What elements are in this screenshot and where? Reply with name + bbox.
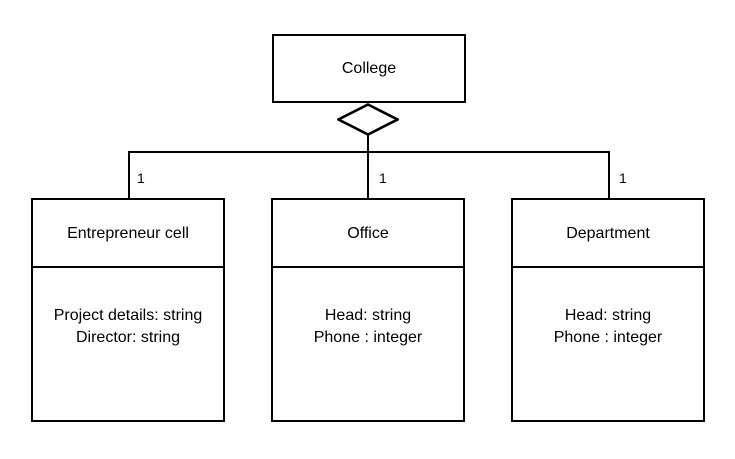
class-compartment-divider: [33, 266, 223, 268]
class-box-office[interactable]: Office Head: string Phone : integer: [271, 198, 465, 422]
class-compartment-divider: [513, 266, 703, 268]
class-compartment-divider: [273, 266, 463, 268]
class-attribute: Head: string: [564, 307, 652, 324]
connector-horizontal-trunk: [128, 151, 610, 153]
class-title-entrepreneur-cell: Entrepreneur cell: [67, 224, 189, 242]
class-box-entrepreneur-cell[interactable]: Entrepreneur cell Project details: strin…: [31, 198, 225, 422]
class-attribute: Head: string: [324, 307, 412, 324]
class-attribute: Phone : integer: [313, 329, 423, 346]
class-attribute: Phone : integer: [553, 329, 663, 346]
class-attributes-entrepreneur-cell: Project details: string Director: string: [33, 268, 223, 420]
class-attributes-office: Head: string Phone : integer: [273, 268, 463, 420]
multiplicity-label-entrepreneur-cell: 1: [137, 170, 145, 186]
class-title-department: Department: [566, 224, 650, 242]
multiplicity-label-department: 1: [619, 170, 627, 186]
class-title-office: Office: [347, 224, 389, 242]
class-box-department[interactable]: Department Head: string Phone : integer: [511, 198, 705, 422]
class-attribute: Director: string: [75, 329, 181, 346]
connector-vertical-left: [128, 151, 130, 198]
aggregation-diamond-icon: [337, 103, 399, 136]
connector-vertical-middle: [367, 135, 369, 198]
connector-vertical-right: [608, 151, 610, 198]
class-attributes-department: Head: string Phone : integer: [513, 268, 703, 420]
class-title-college: College: [341, 60, 397, 77]
multiplicity-label-office: 1: [379, 170, 387, 186]
class-box-college[interactable]: College: [272, 34, 466, 103]
class-attribute: Project details: string: [53, 307, 203, 324]
